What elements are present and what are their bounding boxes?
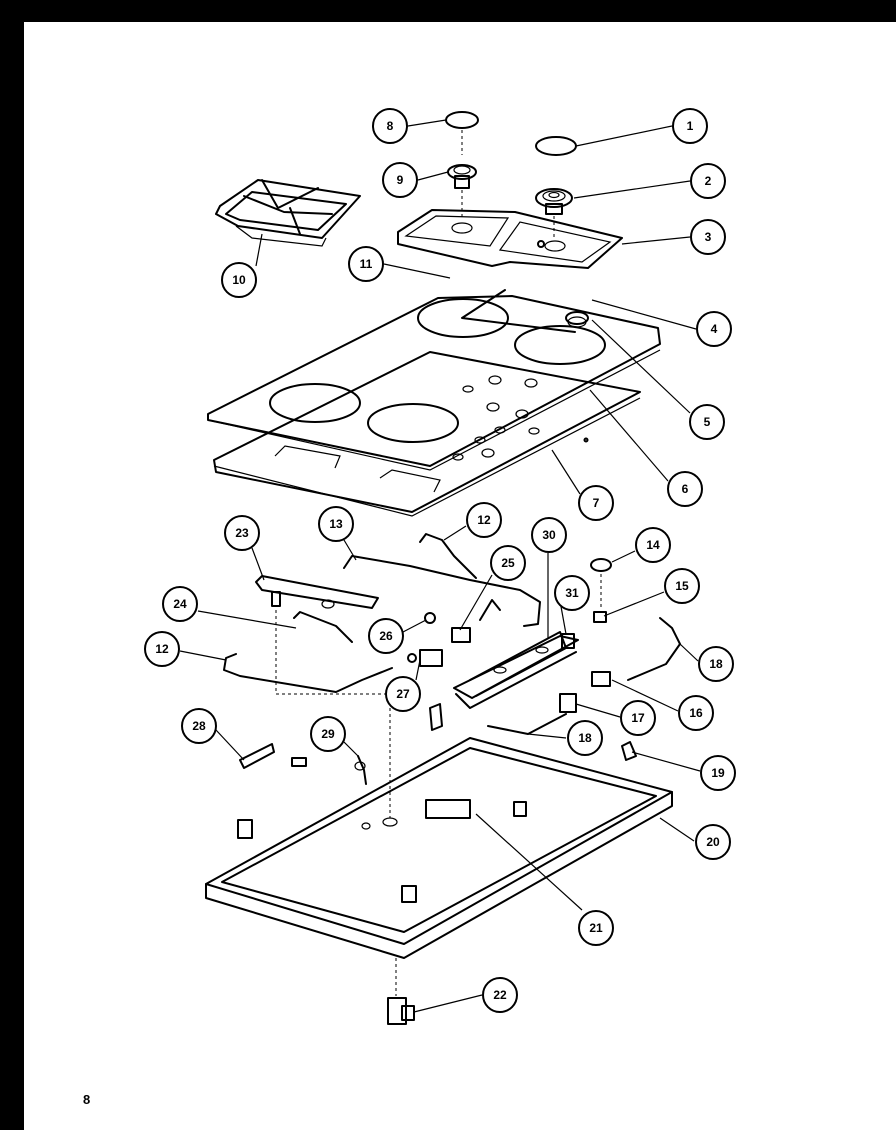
callout-20[interactable]: 20 xyxy=(695,824,731,860)
callout-1[interactable]: 1 xyxy=(672,108,708,144)
callout-8[interactable]: 8 xyxy=(372,108,408,144)
callout-11[interactable]: 11 xyxy=(348,246,384,282)
svg-text:25: 25 xyxy=(501,556,515,570)
callout-21[interactable]: 21 xyxy=(578,910,614,946)
callout-24[interactable]: 24 xyxy=(162,586,198,622)
svg-text:5: 5 xyxy=(704,415,711,429)
svg-text:13: 13 xyxy=(329,517,343,531)
callout-26[interactable]: 26 xyxy=(368,618,404,654)
callout-6[interactable]: 6 xyxy=(667,471,703,507)
callout-16[interactable]: 16 xyxy=(678,695,714,731)
callout-15[interactable]: 15 xyxy=(664,568,700,604)
svg-text:23: 23 xyxy=(235,526,249,540)
callout-4[interactable]: 4 xyxy=(696,311,732,347)
callout-17[interactable]: 17 xyxy=(620,700,656,736)
svg-text:10: 10 xyxy=(232,273,246,287)
burner-grate xyxy=(215,179,361,247)
callout-27[interactable]: 27 xyxy=(385,676,421,712)
svg-text:12: 12 xyxy=(477,513,491,527)
svg-text:18: 18 xyxy=(709,657,723,671)
svg-text:22: 22 xyxy=(493,988,507,1002)
svg-text:14: 14 xyxy=(646,538,660,552)
diagram-sheet xyxy=(24,22,896,1130)
svg-text:12: 12 xyxy=(155,642,169,656)
callout-28[interactable]: 28 xyxy=(181,708,217,744)
burner-gasket xyxy=(565,311,589,328)
svg-text:20: 20 xyxy=(706,835,720,849)
manifold-bracket xyxy=(255,575,379,609)
callout-10[interactable]: 10 xyxy=(221,262,257,298)
svg-text:2: 2 xyxy=(705,174,712,188)
callout-3[interactable]: 3 xyxy=(690,219,726,255)
svg-text:6: 6 xyxy=(682,482,689,496)
callout-30[interactable]: 30 xyxy=(531,517,567,553)
callout-25[interactable]: 25 xyxy=(490,545,526,581)
cooktop-glass-top xyxy=(207,289,661,471)
callout-18-right[interactable]: 18 xyxy=(698,646,734,682)
burner-head-large xyxy=(535,188,573,238)
callout-7[interactable]: 7 xyxy=(578,485,614,521)
leader-lines xyxy=(179,119,701,1013)
callout-13[interactable]: 13 xyxy=(318,506,354,542)
svg-text:8: 8 xyxy=(387,119,394,133)
svg-text:27: 27 xyxy=(396,687,410,701)
gas-manifold-tubes xyxy=(223,533,681,735)
callout-31[interactable]: 31 xyxy=(554,575,590,611)
svg-text:18: 18 xyxy=(578,731,592,745)
svg-text:4: 4 xyxy=(711,322,718,336)
callout-2[interactable]: 2 xyxy=(690,163,726,199)
callout-29[interactable]: 29 xyxy=(310,716,346,752)
page-number: 8 xyxy=(83,1092,91,1107)
svg-text:16: 16 xyxy=(689,706,703,720)
callout-22[interactable]: 22 xyxy=(482,977,518,1013)
right-side-parts xyxy=(559,558,612,713)
callout-9[interactable]: 9 xyxy=(382,162,418,198)
gas-valves xyxy=(407,612,471,667)
cooktop-lower-pan xyxy=(213,351,641,517)
callout-23[interactable]: 23 xyxy=(224,515,260,551)
callout-12-top[interactable]: 12 xyxy=(466,502,502,538)
valve-rail-assembly xyxy=(453,631,579,709)
svg-text:26: 26 xyxy=(379,629,393,643)
svg-text:1: 1 xyxy=(687,119,694,133)
svg-text:17: 17 xyxy=(631,711,645,725)
svg-text:24: 24 xyxy=(173,597,187,611)
svg-text:9: 9 xyxy=(397,173,404,187)
callout-18-lower[interactable]: 18 xyxy=(567,720,603,756)
svg-text:11: 11 xyxy=(360,257,373,271)
igniter-parts xyxy=(239,743,367,785)
svg-text:19: 19 xyxy=(711,766,725,780)
callout-12-left[interactable]: 12 xyxy=(144,631,180,667)
svg-text:29: 29 xyxy=(321,727,335,741)
svg-text:7: 7 xyxy=(593,496,600,510)
callout-5[interactable]: 5 xyxy=(689,404,725,440)
svg-text:3: 3 xyxy=(705,230,712,244)
svg-text:30: 30 xyxy=(542,528,556,542)
svg-text:21: 21 xyxy=(589,921,603,935)
callout-14[interactable]: 14 xyxy=(635,527,671,563)
svg-text:15: 15 xyxy=(675,579,689,593)
svg-text:28: 28 xyxy=(192,719,206,733)
burner-base-plate xyxy=(397,209,623,269)
cooktop-base-tray xyxy=(205,610,673,959)
power-connector xyxy=(387,958,415,1025)
callout-19[interactable]: 19 xyxy=(700,755,736,791)
svg-text:31: 31 xyxy=(565,586,579,600)
